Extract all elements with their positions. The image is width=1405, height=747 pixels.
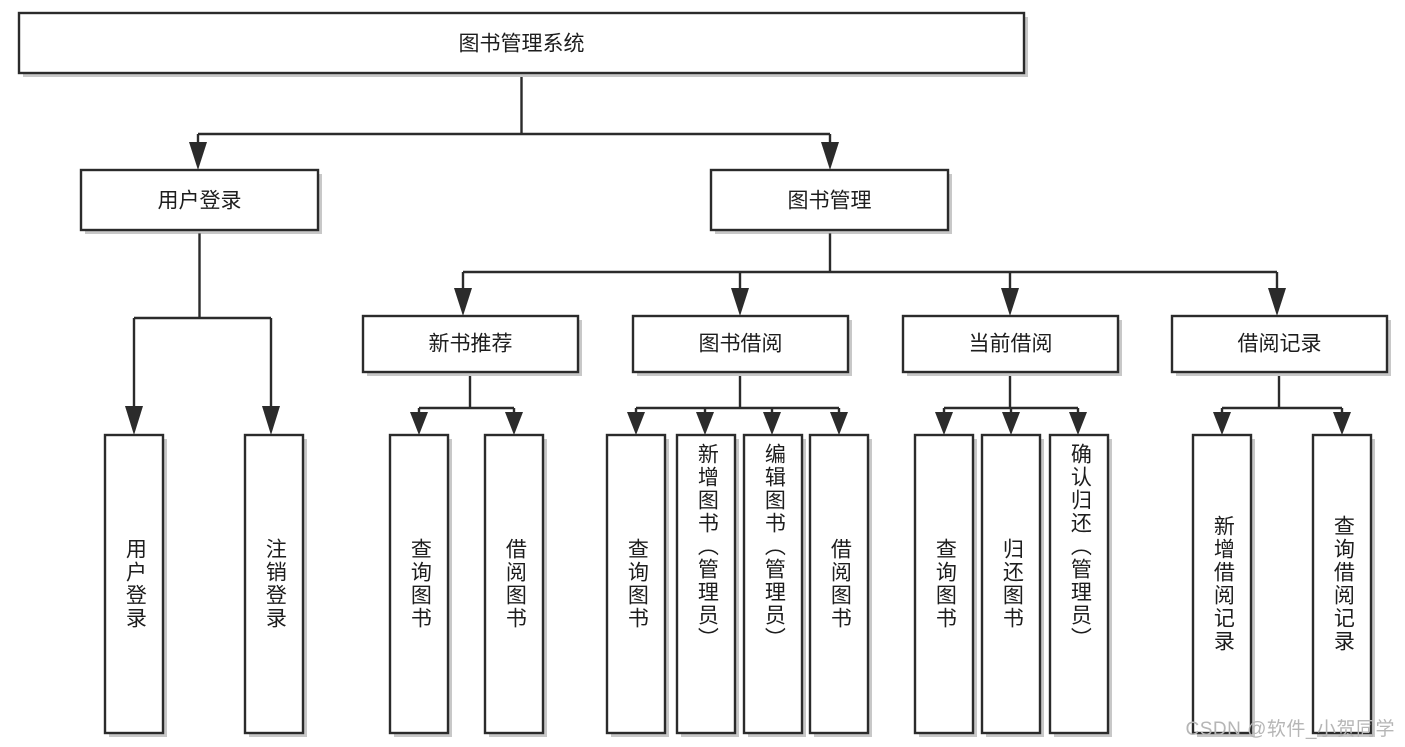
node-book-management[interactable]: 图书管理 <box>709 168 952 234</box>
leaf-add-book-box[interactable] <box>675 433 737 735</box>
node-root-box[interactable] <box>17 11 1026 75</box>
leaf-query-book-3[interactable]: 查询图书 <box>913 433 977 737</box>
csdn-watermark: CSDN @软件_小贺同学 <box>1185 719 1395 740</box>
node-new-book-recommend[interactable]: 新书推荐 <box>361 314 582 376</box>
node-user-login[interactable]: 用户登录 <box>79 168 322 234</box>
leaf-query-book-3-text-wrap: 查询图书 <box>933 538 957 630</box>
leaf-query-borrow-record-label: 查询借阅记录 <box>1331 515 1355 653</box>
leaf-borrow-book-1-label: 借阅图书 <box>503 538 527 630</box>
leaf-query-book-2[interactable]: 查询图书 <box>605 433 669 737</box>
arrow-head-borrow-record <box>1268 288 1286 316</box>
arrow-head-leaf-add-borrow-record <box>1213 412 1231 435</box>
leaf-user-login[interactable]: 用户登录 <box>103 433 167 737</box>
arrow-head-leaf-add-book <box>696 412 714 435</box>
leaf-user-login-text-wrap: 用户登录 <box>123 538 147 630</box>
leaf-add-borrow-record-text-wrap: 新增借阅记录 <box>1211 515 1235 653</box>
node-borrow-record[interactable]: 借阅记录 <box>1170 314 1391 376</box>
leaf-borrow-book-1[interactable]: 借阅图书 <box>483 433 547 737</box>
leaf-query-book-1[interactable]: 查询图书 <box>388 433 452 737</box>
leaf-add-book-text-wrap: 新增图书（管理员） <box>695 443 719 650</box>
arrow-head-leaf-query-book-2 <box>627 412 645 435</box>
node-book-borrow[interactable]: 图书借阅 <box>631 314 852 376</box>
leaf-logout-login-text-wrap: 注销登录 <box>263 538 287 630</box>
leaf-query-book-2-text-wrap: 查询图书 <box>625 538 649 630</box>
leaf-return-book-text-wrap: 归还图书 <box>1000 538 1024 630</box>
leaf-query-book-3-label: 查询图书 <box>933 538 957 630</box>
leaf-logout-login[interactable]: 注销登录 <box>243 433 307 737</box>
leaf-logout-login-label: 注销登录 <box>263 538 287 630</box>
leaf-edit-book-text-wrap: 编辑图书（管理员） <box>762 443 786 650</box>
arrow-head-leaf-query-book-1 <box>410 412 428 435</box>
leaf-query-book-1-box[interactable] <box>388 433 450 735</box>
arrow-head-leaf-logout-login <box>262 406 280 435</box>
leaf-confirm-return-text-wrap: 确认归还（管理员） <box>1068 443 1092 650</box>
node-book-management-box[interactable] <box>709 168 950 232</box>
arrow-head-book-management <box>821 142 839 170</box>
leaf-query-book-3-box[interactable] <box>913 433 975 735</box>
arrow-head-current-borrow <box>1001 288 1019 316</box>
leaf-user-login-label: 用户登录 <box>123 538 147 630</box>
leaf-confirm-return-label: 确认归还（管理员） <box>1068 443 1092 650</box>
leaf-query-borrow-record[interactable]: 查询借阅记录 <box>1311 433 1375 737</box>
leaf-logout-login-box[interactable] <box>243 433 305 735</box>
node-book-management-label: 图书管理 <box>788 190 872 213</box>
leaf-borrow-book-2-text-wrap: 借阅图书 <box>828 538 852 630</box>
leaf-borrow-book-1-text-wrap: 借阅图书 <box>503 538 527 630</box>
node-borrow-record-box[interactable] <box>1170 314 1389 374</box>
leaf-confirm-return[interactable]: 确认归还（管理员） <box>1048 433 1112 737</box>
leaf-query-borrow-record-text-wrap: 查询借阅记录 <box>1331 515 1355 653</box>
arrow-head-leaf-query-book-3 <box>935 412 953 435</box>
leaf-edit-book-label: 编辑图书（管理员） <box>762 443 786 650</box>
leaf-edit-book[interactable]: 编辑图书（管理员） <box>742 433 806 737</box>
leaf-query-book-1-label: 查询图书 <box>408 538 432 630</box>
node-root-label: 图书管理系统 <box>459 33 585 56</box>
arrow-head-book-borrow <box>731 288 749 316</box>
leaf-borrow-book-2-label: 借阅图书 <box>828 538 852 630</box>
node-borrow-record-label: 借阅记录 <box>1238 333 1322 356</box>
leaf-query-book-1-text-wrap: 查询图书 <box>408 538 432 630</box>
arrow-head-new-book-recommend <box>454 288 472 316</box>
arrow-head-leaf-return-book <box>1002 412 1020 435</box>
node-book-borrow-box[interactable] <box>631 314 850 374</box>
leaf-user-login-box[interactable] <box>103 433 165 735</box>
leaf-query-book-2-label: 查询图书 <box>625 538 649 630</box>
node-current-borrow-box[interactable] <box>901 314 1120 374</box>
leaf-query-borrow-record-box[interactable] <box>1311 433 1373 735</box>
arrow-head-leaf-edit-book <box>763 412 781 435</box>
node-user-login-label: 用户登录 <box>158 190 242 213</box>
leaf-add-book[interactable]: 新增图书（管理员） <box>675 433 739 737</box>
leaf-borrow-book-1-box[interactable] <box>483 433 545 735</box>
arrow-head-leaf-borrow-book-2 <box>830 412 848 435</box>
leaf-return-book[interactable]: 归还图书 <box>980 433 1044 737</box>
leaf-add-borrow-record-box[interactable] <box>1191 433 1253 735</box>
leaf-add-book-label: 新增图书（管理员） <box>695 443 719 650</box>
arrow-head-leaf-query-borrow-record <box>1333 412 1351 435</box>
node-root[interactable]: 图书管理系统 <box>17 11 1028 77</box>
leaf-confirm-return-box[interactable] <box>1048 433 1110 735</box>
leaf-return-book-box[interactable] <box>980 433 1042 735</box>
leaf-query-book-2-box[interactable] <box>605 433 667 735</box>
arrow-head-leaf-confirm-return <box>1069 412 1087 435</box>
leaf-borrow-book-2[interactable]: 借阅图书 <box>808 433 872 737</box>
leaf-add-borrow-record-label: 新增借阅记录 <box>1211 515 1235 653</box>
node-new-book-recommend-label: 新书推荐 <box>429 333 513 356</box>
node-new-book-recommend-box[interactable] <box>361 314 580 374</box>
node-current-borrow[interactable]: 当前借阅 <box>901 314 1122 376</box>
node-book-borrow-label: 图书借阅 <box>699 333 783 356</box>
node-current-borrow-label: 当前借阅 <box>969 333 1053 356</box>
leaf-borrow-book-2-box[interactable] <box>808 433 870 735</box>
arrow-head-user-login <box>189 142 207 170</box>
leaf-add-borrow-record[interactable]: 新增借阅记录 <box>1191 433 1255 737</box>
leaf-return-book-label: 归还图书 <box>1000 538 1024 630</box>
arrow-head-leaf-borrow-book-1 <box>505 412 523 435</box>
node-user-login-box[interactable] <box>79 168 320 232</box>
connector-layer <box>125 77 1351 435</box>
arrow-head-leaf-user-login <box>125 406 143 435</box>
leaf-edit-book-box[interactable] <box>742 433 804 735</box>
